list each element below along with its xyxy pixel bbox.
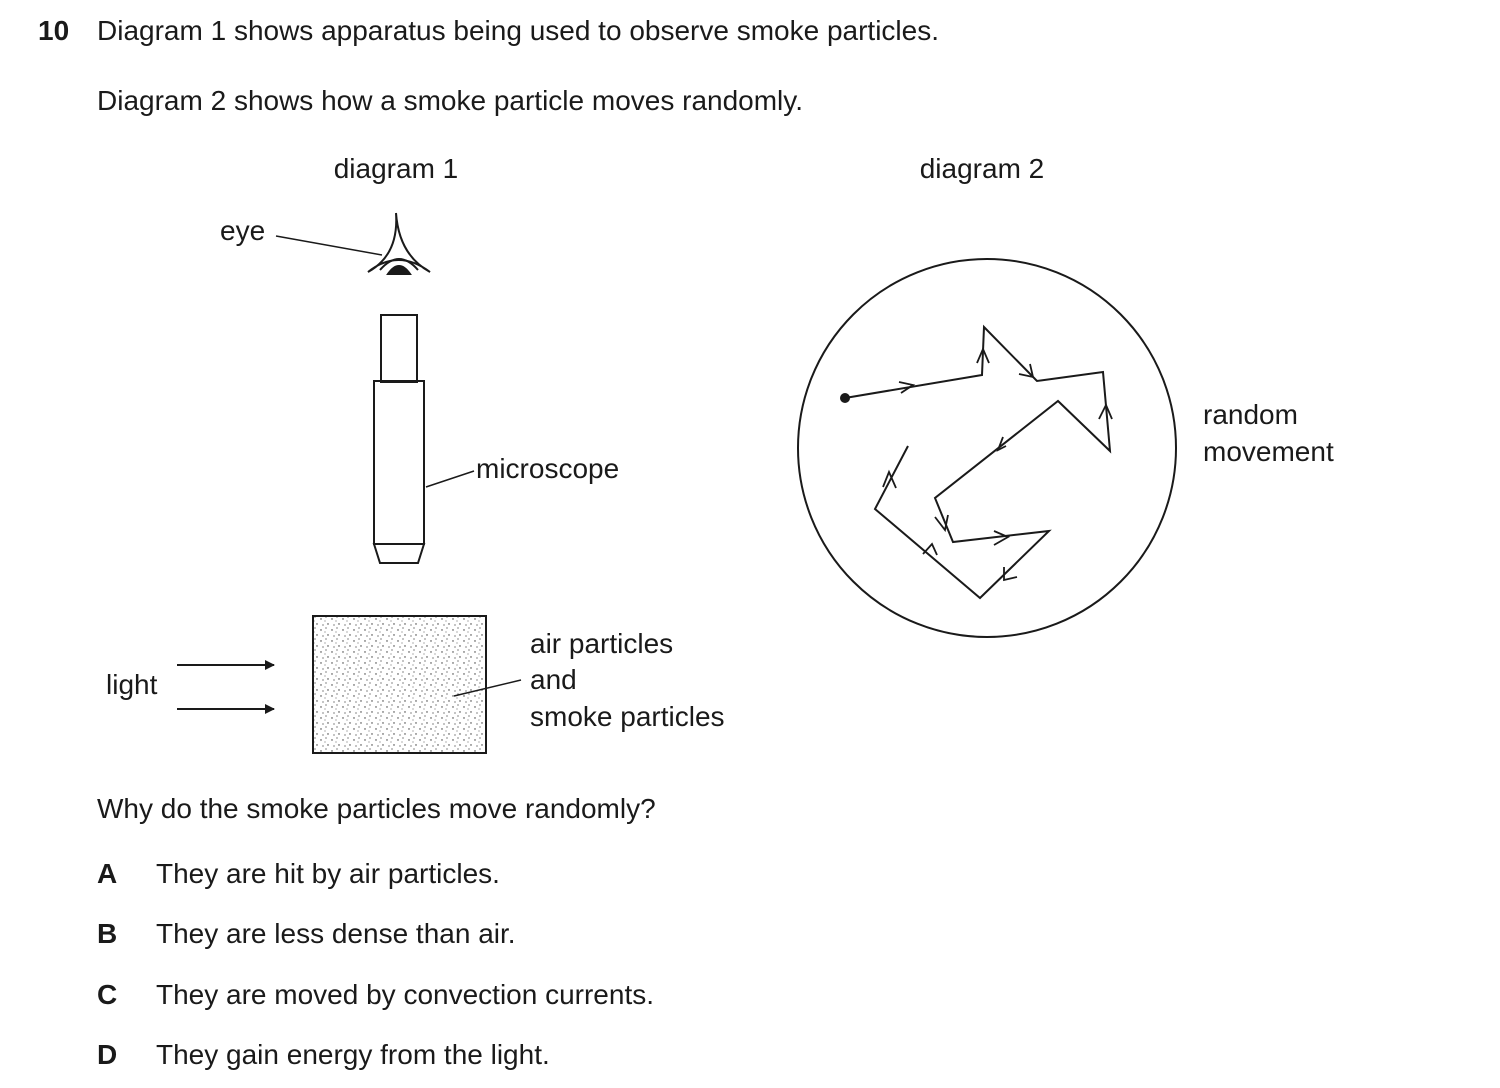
diagram-2-title: diagram 2 — [920, 153, 1045, 184]
particle-box — [312, 615, 487, 754]
particles-label-line-3: smoke particles — [530, 701, 725, 732]
random-path — [840, 324, 1113, 600]
question-stem-line-1: Diagram 1 shows apparatus being used to … — [97, 15, 939, 46]
eye-label: eye — [220, 215, 265, 246]
diagram-1-title: diagram 1 — [334, 153, 459, 184]
option-a-letter: A — [97, 858, 118, 889]
eye-icon — [367, 212, 431, 275]
particle-box-leader-line — [453, 679, 522, 697]
question-prompt: Why do the smoke particles move randomly… — [97, 793, 656, 824]
microscope-label: microscope — [476, 453, 619, 484]
path-direction-arrows — [882, 346, 1113, 582]
path-line — [844, 324, 1112, 600]
particles-label-line-2: and — [530, 664, 577, 695]
particles-label-line-1: air particles — [530, 628, 673, 659]
microscope-icon — [372, 314, 426, 564]
option-b-text: They are less dense than air. — [156, 918, 516, 949]
option-c-letter: C — [97, 979, 118, 1010]
option-b-letter: B — [97, 918, 118, 949]
option-a-text: They are hit by air particles. — [156, 858, 500, 889]
light-label: light — [106, 669, 158, 700]
random-movement-label-line-2: movement — [1203, 436, 1334, 467]
option-c-text: They are moved by convection currents. — [156, 979, 655, 1010]
field-of-view-circle — [797, 258, 1177, 638]
question-stem-line-2: Diagram 2 shows how a smoke particle mov… — [97, 85, 803, 116]
option-d-text: They gain energy from the light. — [156, 1039, 550, 1070]
question-number: 10 — [38, 15, 70, 46]
eye-leader-line — [275, 235, 383, 256]
microscope-leader-line — [425, 470, 475, 488]
random-movement-label-line-1: random — [1203, 399, 1298, 430]
option-d-letter: D — [97, 1039, 118, 1070]
